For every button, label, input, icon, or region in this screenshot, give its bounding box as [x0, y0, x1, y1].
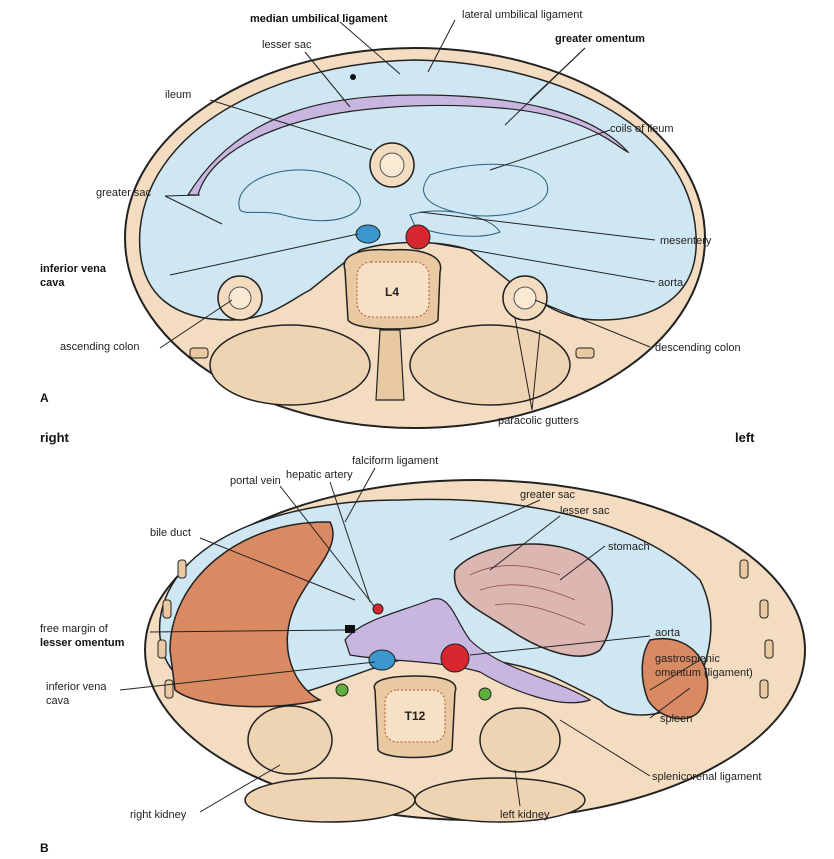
label-hepatic-artery: hepatic artery [286, 469, 353, 481]
label-ileum: ileum [165, 89, 191, 101]
panel-b-inferior-vena-cava [369, 650, 395, 670]
panel-a-inferior-vena-cava [356, 225, 380, 243]
side-label-left: left [735, 430, 755, 445]
panel-a-cross-section: L4 [125, 48, 705, 428]
label-left-kidney: left kidney [500, 809, 550, 821]
panel-a-psoas-right [410, 325, 570, 405]
label-right-kidney: right kidney [130, 809, 187, 821]
label-spleen: spleen [660, 713, 692, 725]
panel-a-descending-colon-lumen [514, 287, 536, 309]
panel-a-median-umbilical-dot [350, 74, 356, 80]
label-greater-sac-b: greater sac [520, 489, 576, 501]
side-label-right: right [40, 430, 70, 445]
panel-b-free-margin-marker [345, 625, 355, 633]
panel-a-ascending-colon-lumen [229, 287, 251, 309]
label-free-margin-line2: lesser omentum [40, 637, 125, 649]
panel-a-ileum-lumen [380, 153, 404, 177]
label-stomach: stomach [608, 541, 650, 553]
label-greater-sac-a: greater sac [96, 187, 152, 199]
label-ivc-b-line2: cava [46, 695, 70, 707]
panel-b-letter: B [40, 841, 49, 855]
panel-b-right-adrenal [336, 684, 348, 696]
panel-a-letter: A [40, 391, 49, 405]
panel-a-rib-fragment [190, 348, 208, 358]
panel-b-portal-structures [373, 604, 383, 614]
label-lesser-sac-b: lesser sac [560, 505, 610, 517]
label-gastrosplenic-line2: omentum (ligament) [655, 667, 753, 679]
panel-b-left-adrenal [479, 688, 491, 700]
label-falciform-ligament: falciform ligament [352, 455, 438, 467]
label-coils-of-ileum: coils of ileum [610, 123, 674, 135]
label-lesser-sac-a: lesser sac [262, 39, 312, 51]
label-free-margin-line1: free margin of [40, 623, 109, 635]
panel-a-aorta [406, 225, 430, 249]
label-bile-duct: bile duct [150, 527, 191, 539]
label-ivc-a-line2: cava [40, 277, 65, 289]
label-ivc-a-line1: inferior vena [40, 263, 107, 275]
label-ivc-b-line1: inferior vena [46, 681, 107, 693]
label-lateral-umbilical-ligament: lateral umbilical ligament [462, 9, 582, 21]
label-portal-vein: portal vein [230, 475, 281, 487]
panel-b-aorta [441, 644, 469, 672]
label-median-umbilical-ligament: median umbilical ligament [250, 13, 388, 25]
label-aorta-b: aorta [655, 627, 681, 639]
label-paracolic-gutters: paracolic gutters [498, 415, 579, 427]
panel-b-right-kidney [248, 706, 332, 774]
panel-a-psoas-left [210, 325, 370, 405]
label-greater-omentum: greater omentum [555, 33, 645, 45]
label-aorta-a: aorta [658, 277, 684, 289]
label-mesentery: mesentery [660, 235, 712, 247]
panel-a-spinous-process [376, 330, 404, 400]
label-ascending-colon: ascending colon [60, 341, 140, 353]
label-splenicorenal-ligament: splenicorenal ligament [652, 771, 761, 783]
label-gastrosplenic-line1: gastrosplenic [655, 653, 720, 665]
label-descending-colon: descending colon [655, 342, 741, 354]
panel-a-vertebra-label: L4 [385, 285, 399, 299]
panel-b-left-kidney [480, 708, 560, 772]
panel-b-erector-left [245, 778, 415, 822]
panel-b-vertebra-label: T12 [405, 709, 426, 723]
panel-a-rib-fragment-2 [576, 348, 594, 358]
